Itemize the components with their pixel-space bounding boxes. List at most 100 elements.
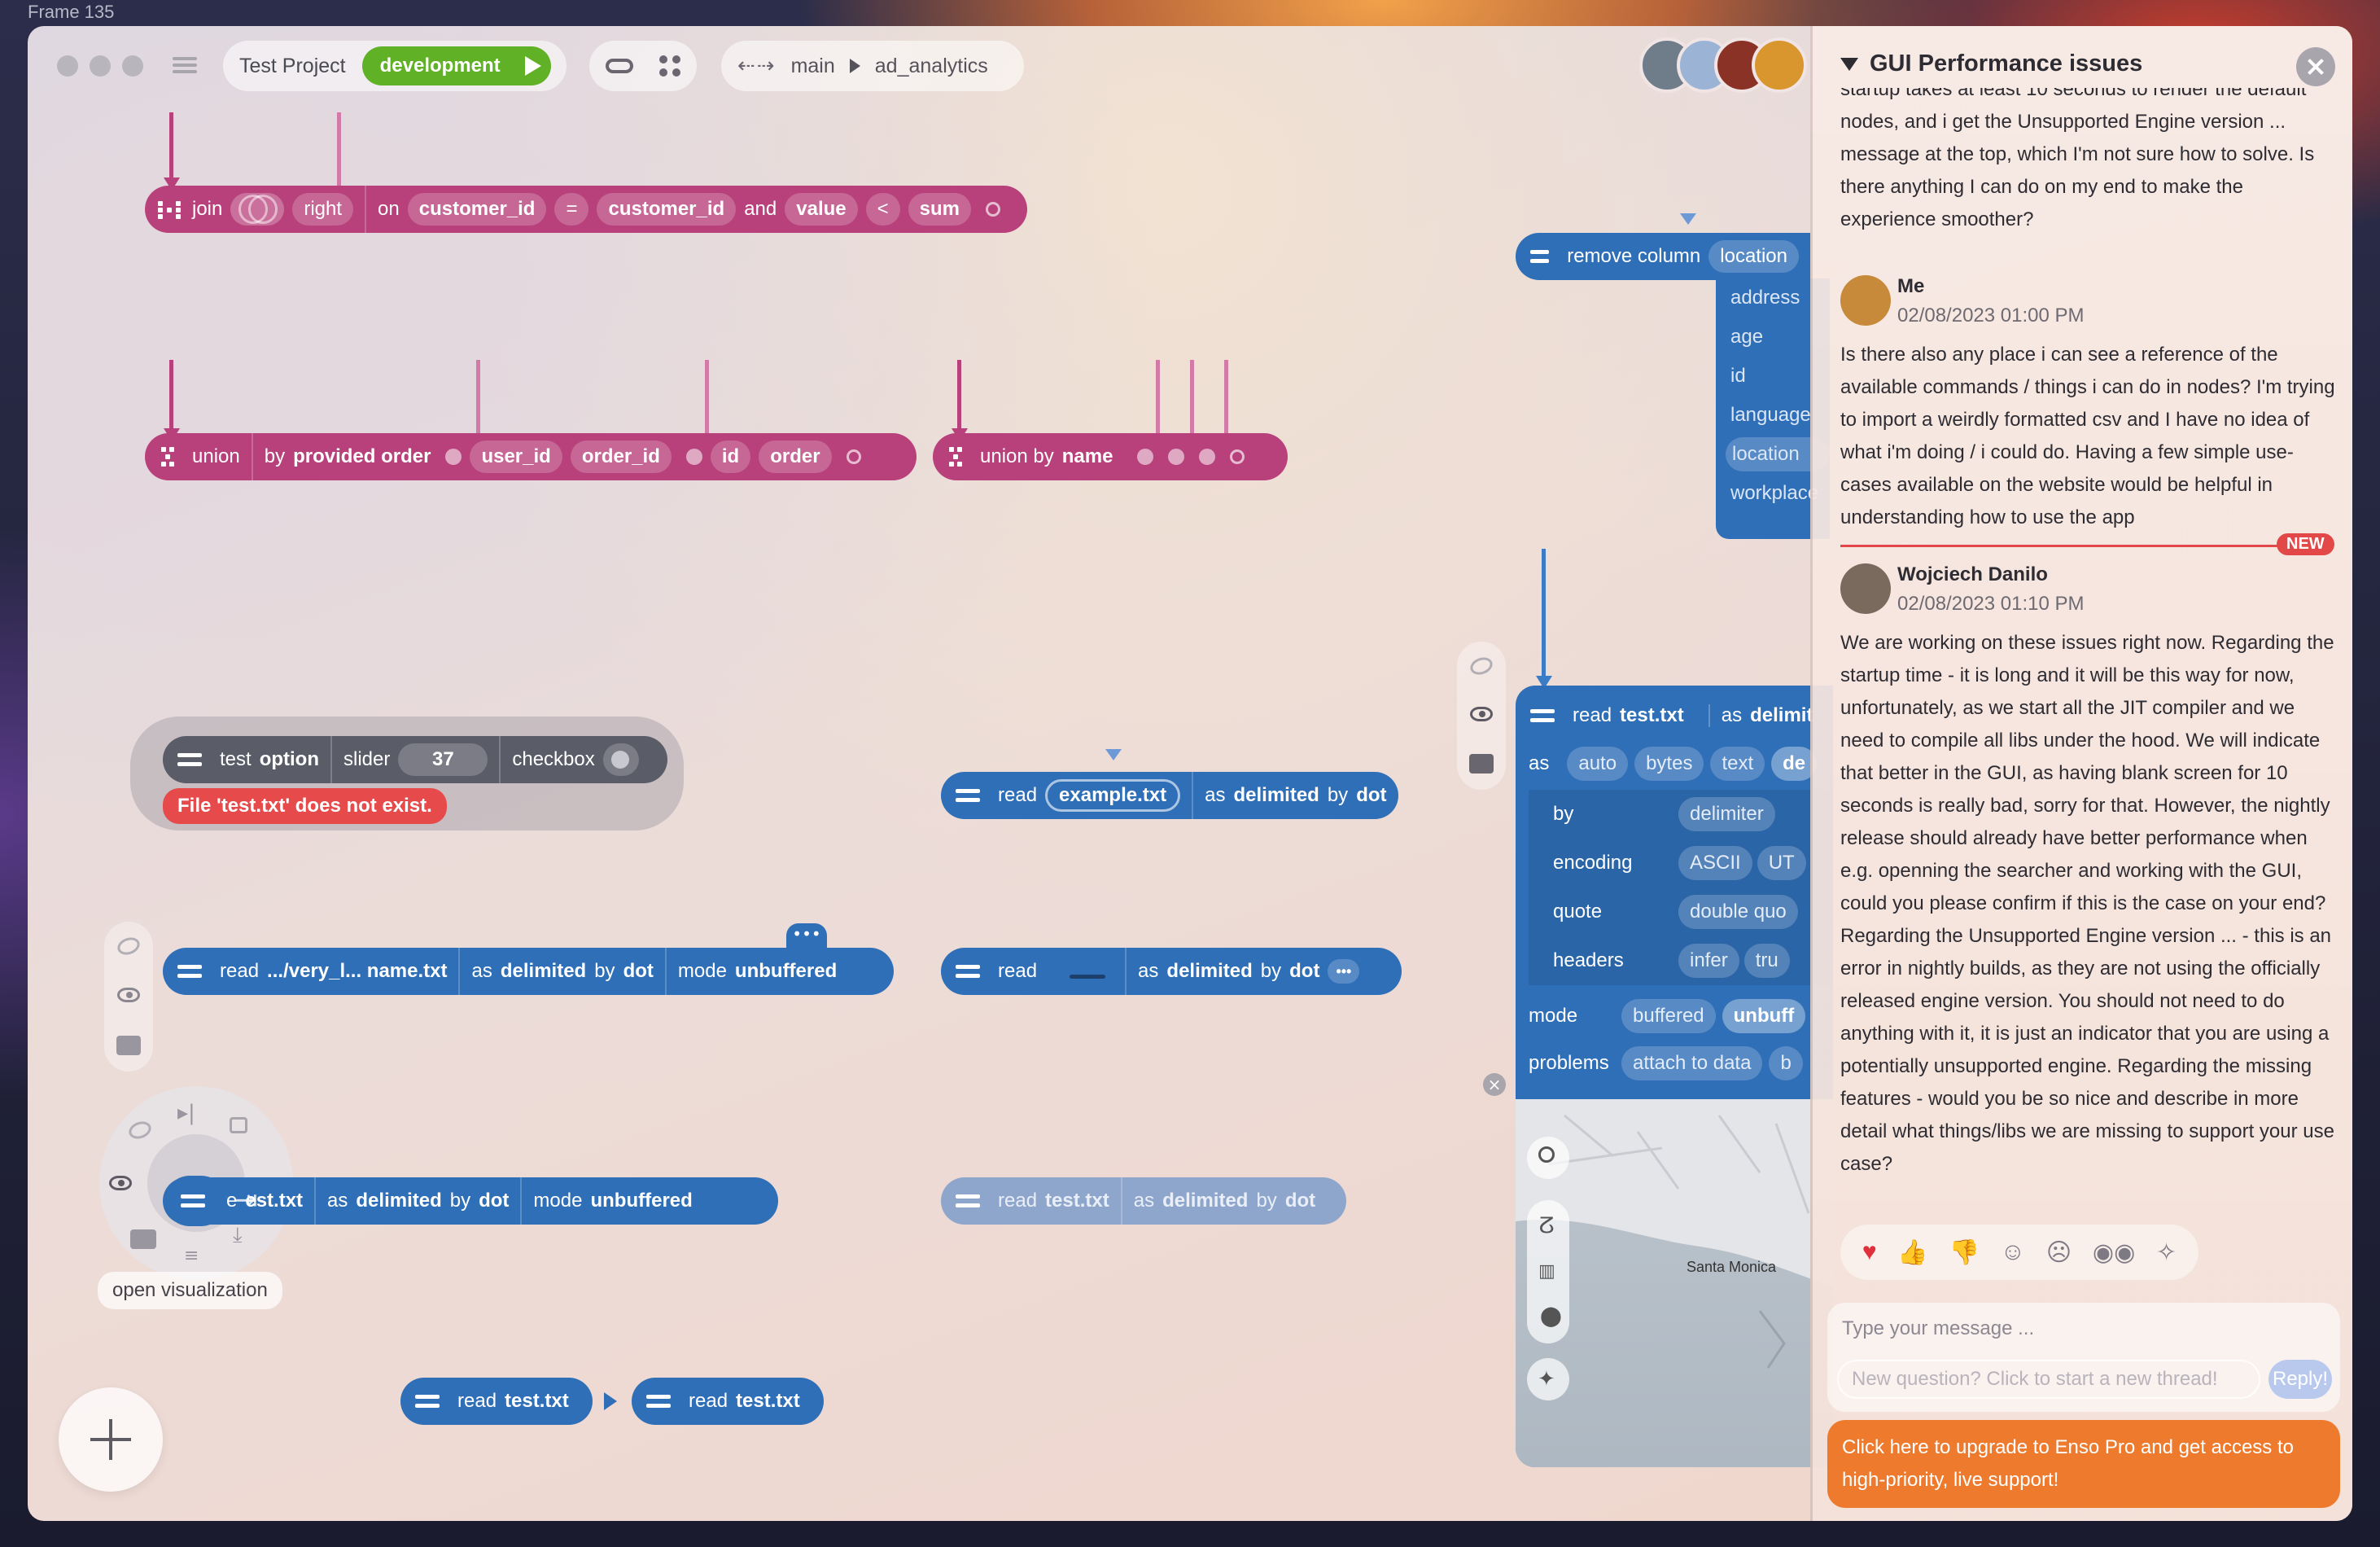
test-option-node[interactable]: test option slider 37 checkbox xyxy=(163,736,667,783)
file-path-input[interactable]: example.txt xyxy=(1045,779,1181,812)
breadcrumb-main[interactable]: main xyxy=(790,54,835,77)
input-port[interactable] xyxy=(445,449,462,465)
connection-wire[interactable] xyxy=(1224,360,1228,466)
delimiter-value[interactable]: dot xyxy=(623,960,654,982)
union-node[interactable]: union by provided order user_id order_id… xyxy=(145,433,917,480)
format-option[interactable]: auto xyxy=(1567,747,1629,781)
format-value[interactable]: delimited xyxy=(1162,1190,1249,1212)
output-port[interactable] xyxy=(986,202,1000,217)
delimiter-value[interactable]: dot xyxy=(1284,1190,1316,1212)
format-value[interactable]: delimited xyxy=(356,1190,442,1212)
download-icon[interactable]: ⤓ xyxy=(233,1223,243,1247)
read-node-disabled[interactable]: read test.txt as delimited by dot xyxy=(941,1177,1346,1225)
format-value[interactable]: delimited xyxy=(500,960,587,982)
folder-icon[interactable] xyxy=(130,1229,156,1249)
output-port[interactable] xyxy=(1230,449,1245,464)
freeze-icon[interactable] xyxy=(1468,654,1495,678)
add-node-button[interactable] xyxy=(59,1387,163,1492)
input-port[interactable] xyxy=(685,449,702,465)
thumbs-down-icon[interactable]: 👎 xyxy=(1949,1238,1980,1266)
visibility-icon[interactable] xyxy=(109,1176,132,1190)
skip-icon[interactable]: ▸| xyxy=(177,1101,195,1125)
play-icon[interactable] xyxy=(524,56,541,76)
mode-option-selected[interactable]: unbuff xyxy=(1722,999,1806,1033)
sum-chip[interactable]: sum xyxy=(908,193,971,226)
connection-wire[interactable] xyxy=(337,112,341,212)
folder-icon[interactable] xyxy=(116,1035,141,1055)
components-icon[interactable] xyxy=(659,55,680,77)
dropdown-option[interactable]: language xyxy=(1730,404,1811,426)
collapse-icon[interactable] xyxy=(1840,57,1858,71)
delimiter-value[interactable]: dot xyxy=(1289,960,1320,982)
file-path-value[interactable]: test.txt xyxy=(1045,1190,1109,1212)
right-column-chip[interactable]: customer_id xyxy=(597,193,737,226)
connection-wire[interactable] xyxy=(476,360,480,466)
format-value[interactable]: delimited xyxy=(1233,784,1319,806)
navigation-arrows-icon[interactable]: ⇠⇢ xyxy=(737,54,777,78)
read-node[interactable]: read as delimited by dot ••• xyxy=(941,948,1402,995)
union-name-value[interactable]: name xyxy=(1061,445,1113,467)
join-node[interactable]: join right on customer_id = customer_id … xyxy=(145,186,1027,233)
union-by-name-node[interactable]: union by name xyxy=(933,433,1288,480)
dropdown-option[interactable]: address xyxy=(1730,287,1800,309)
format-option[interactable]: bytes xyxy=(1634,747,1704,781)
menu-icon[interactable] xyxy=(173,54,197,78)
column-selector[interactable]: location xyxy=(1708,240,1799,273)
new-thread-button[interactable]: New question? Click to start a new threa… xyxy=(1837,1360,2260,1399)
file-path-value[interactable]: .../very_l... name.txt xyxy=(267,960,448,982)
join-kind-dropdown[interactable]: right xyxy=(292,193,354,226)
lock-icon[interactable] xyxy=(230,1117,247,1133)
project-name[interactable]: Test Project xyxy=(239,54,346,77)
frown-icon[interactable]: ☹ xyxy=(2045,1238,2072,1266)
folder-icon[interactable] xyxy=(1469,754,1494,774)
column-chip[interactable]: order_id xyxy=(570,440,672,473)
input-port[interactable] xyxy=(1137,449,1154,465)
visibility-icon[interactable] xyxy=(117,987,140,1002)
operator-chip[interactable]: = xyxy=(554,193,589,226)
file-path-value[interactable]: test.txt xyxy=(736,1390,800,1412)
headers-option[interactable]: tru xyxy=(1743,944,1790,978)
quote-option[interactable]: double quo xyxy=(1678,895,1798,929)
map-locate-tool[interactable]: ✦ xyxy=(1527,1358,1569,1400)
format-option[interactable]: text xyxy=(1710,747,1765,781)
connection-wire[interactable] xyxy=(705,360,709,466)
environment-badge[interactable]: development xyxy=(361,46,551,85)
avatar[interactable] xyxy=(1752,37,1807,93)
read-node[interactable]: read .../very_l... name.txt as delimited… xyxy=(163,948,894,995)
value-chip[interactable]: value xyxy=(785,193,858,226)
input-port[interactable] xyxy=(1199,449,1216,465)
more-options-icon[interactable]: ••• xyxy=(786,923,827,948)
connection-wire[interactable] xyxy=(1190,360,1194,466)
reply-button[interactable]: Reply! xyxy=(2268,1360,2332,1399)
dropdown-option[interactable]: workplace xyxy=(1730,482,1819,504)
delimiter-value[interactable]: dot xyxy=(1356,784,1387,806)
minimize-window-button[interactable] xyxy=(90,55,111,77)
column-chip[interactable]: id xyxy=(710,440,751,473)
project-selector[interactable]: Test Project development xyxy=(223,41,567,91)
eyes-icon[interactable]: ◉◉ xyxy=(2092,1238,2136,1266)
node-drag-handle[interactable] xyxy=(164,1176,226,1226)
message-input[interactable]: Type your message ... xyxy=(1842,1317,2035,1339)
order-mode-value[interactable]: provided order xyxy=(293,445,431,467)
upgrade-banner[interactable]: Click here to upgrade to Enso Pro and ge… xyxy=(1827,1420,2340,1508)
window-controls[interactable] xyxy=(57,55,143,77)
read-node[interactable]: read example.txt as delimited by dot xyxy=(941,772,1398,819)
left-column-chip[interactable]: customer_id xyxy=(407,193,547,226)
connection-wire[interactable] xyxy=(169,360,173,432)
input-port[interactable] xyxy=(1168,449,1185,465)
file-path-value[interactable]: test.txt xyxy=(1620,704,1684,726)
thread-title[interactable]: GUI Performance issues xyxy=(1840,50,2142,77)
close-visualization-icon[interactable]: × xyxy=(1483,1073,1506,1096)
connection-wire[interactable] xyxy=(1156,360,1160,466)
breadcrumb-module[interactable]: ad_analytics xyxy=(874,54,988,77)
remove-column-node[interactable]: remove column location xyxy=(1516,233,1810,280)
thumbs-up-icon[interactable]: 👍 xyxy=(1897,1238,1928,1266)
maximize-window-button[interactable] xyxy=(122,55,143,77)
close-chat-button[interactable] xyxy=(2296,47,2335,86)
file-path-value[interactable]: est.txt xyxy=(245,1190,304,1212)
map-visualization[interactable]: ⵒ ▥ ⬤ ✦ Santa Monica xyxy=(1516,1099,1833,1467)
smile-icon[interactable]: ☺ xyxy=(2000,1238,2026,1265)
operator-chip[interactable]: < xyxy=(865,193,900,226)
checkbox-toggle[interactable] xyxy=(602,743,639,776)
encoding-option[interactable]: ASCII xyxy=(1678,846,1752,880)
